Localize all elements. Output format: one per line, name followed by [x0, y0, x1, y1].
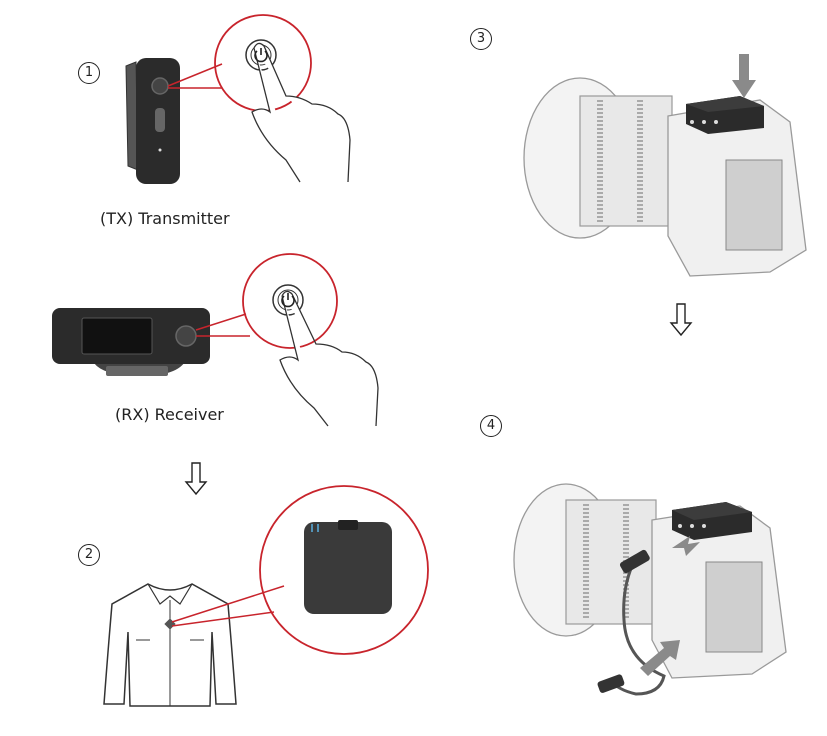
transmitter-closeup — [304, 522, 392, 614]
step-4-number: 4 — [480, 415, 502, 437]
receiver-zoom-circle — [242, 253, 338, 349]
audio-cable — [608, 565, 666, 696]
receiver-screen — [81, 317, 153, 355]
step-3-number: 3 — [470, 28, 492, 50]
step-1-number: 1 — [78, 62, 100, 84]
down-arrow-icon — [669, 303, 693, 337]
transmitter-led — [158, 148, 162, 152]
transmitter-power-icon — [254, 48, 268, 63]
cable-plug-bottom — [597, 674, 625, 693]
down-arrow-icon — [184, 462, 208, 496]
receiver-caption: (RX) Receiver — [115, 405, 224, 424]
push-arrow-icon — [672, 536, 700, 556]
receiver-hand — [279, 290, 379, 427]
transmitter-slot — [155, 108, 165, 132]
step-2-number: 2 — [78, 544, 100, 566]
push-arrow-icon — [732, 54, 756, 98]
receiver-power-icon — [281, 293, 295, 308]
transmitter-caption: (TX) Transmitter — [100, 209, 230, 228]
transmitter-hand — [251, 42, 351, 183]
shirt-zoom-circle — [259, 485, 429, 655]
push-arrow-icon — [640, 640, 680, 676]
cable-plug-top — [619, 549, 650, 574]
